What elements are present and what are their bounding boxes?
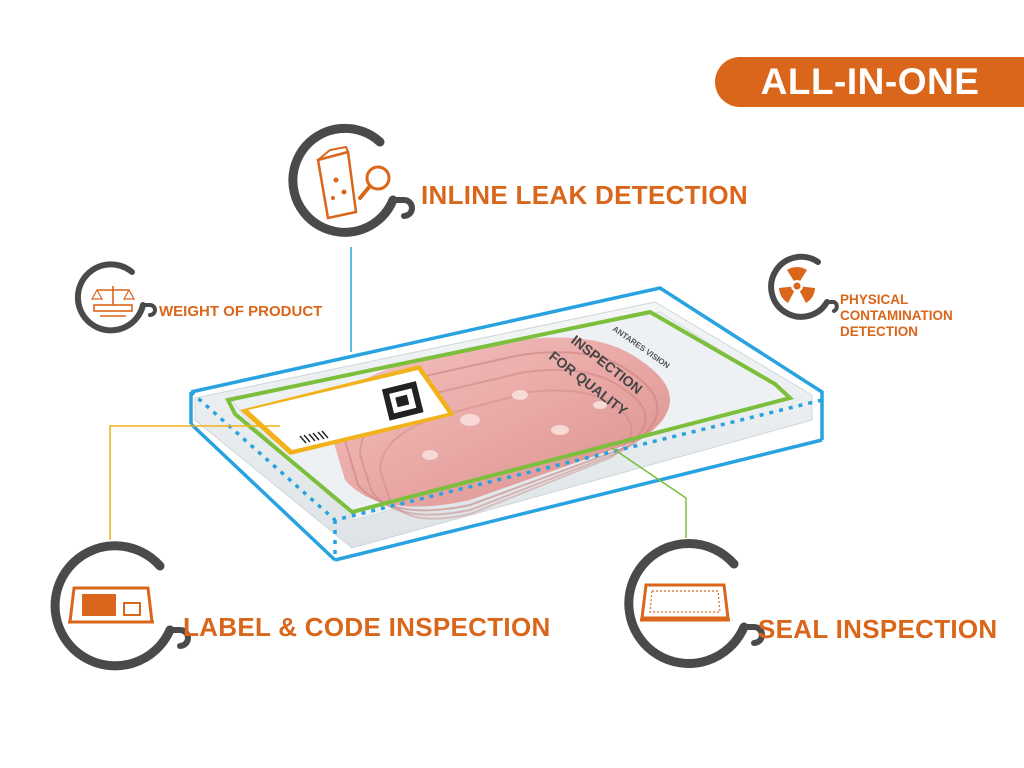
seal-connector	[611, 447, 687, 538]
scale-icon	[74, 261, 157, 334]
label-code-inspection-label: LABEL & CODE INSPECTION	[183, 612, 551, 642]
physical-contamination-label: PHYSICAL CONTAMINATION DETECTION	[840, 292, 953, 340]
seal-outline	[225, 309, 795, 515]
inline-leak-detection-label: INLINE LEAK DETECTION	[421, 180, 748, 210]
contamination-line-1: PHYSICAL	[840, 292, 909, 307]
contamination-line-3: DETECTION	[840, 324, 919, 339]
product-label	[240, 365, 455, 455]
contamination-line-2: CONTAMINATION	[840, 308, 953, 323]
all-in-one-text: ALL-IN-ONE	[760, 61, 980, 102]
radiation-icon	[768, 253, 839, 320]
seal-tray-icon	[624, 538, 765, 668]
weight-of-product-label: WEIGHT OF PRODUCT	[159, 303, 323, 320]
meat-tray: ANTARES VISION INSPECTION FOR QUALITY	[194, 301, 813, 549]
label-tray-icon	[50, 541, 191, 671]
inspection-box	[189, 286, 824, 562]
all-in-one-badge	[715, 57, 1024, 107]
leak-detection-icon	[288, 123, 415, 237]
label-connector	[109, 425, 280, 540]
seal-inspection-label: SEAL INSPECTION	[758, 614, 998, 644]
